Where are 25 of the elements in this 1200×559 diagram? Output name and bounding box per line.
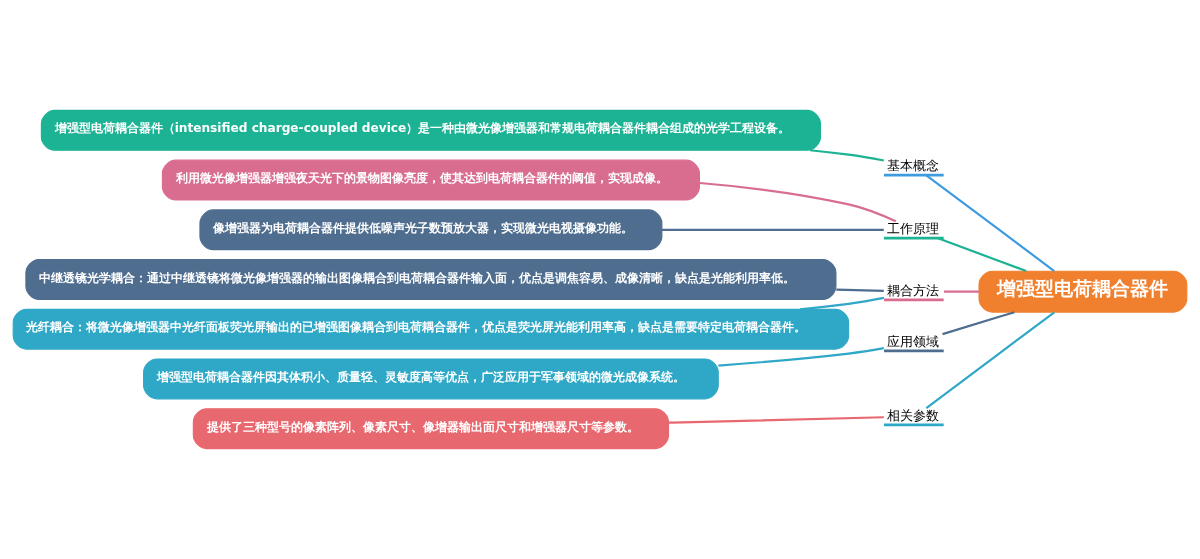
node-text: 耦合方法 — [886, 283, 939, 299]
node-box: 光纤耦合：将微光像增强器中光纤面板荧光屏输出的已增强图像耦合到电荷耦合器件，优点是荧光屏光能利用率高，缺点是需要特定电荷耦合器件。 — [12, 308, 850, 350]
node-box: 增强型电荷耦合器件因其体积小、质量轻、灵敏度高等优点，广泛应用于军事领域的微光成像系统。 — [143, 358, 719, 400]
connector — [925, 174, 1055, 272]
node-text: 应用领域 — [886, 333, 939, 349]
connector — [799, 296, 885, 311]
connector — [668, 416, 884, 424]
connector — [836, 288, 884, 293]
node-box: 中继透镜光学耦合：通过中继透镜将微光像增强器的输出图像耦合到电荷耦合器件输入面，优点是调焦容易、成像清晰，缺点是光能利用率低。 — [25, 259, 837, 300]
connector — [937, 237, 1027, 273]
connector — [718, 347, 884, 367]
connector — [925, 311, 1055, 409]
connector — [809, 149, 885, 162]
node-box: 增强型电荷耦合器件 — [978, 270, 1188, 313]
node-text: 工作原理 — [886, 221, 939, 237]
node-box: 像增强器为电荷耦合器件提供低噪声光子数预放大器，实现微光电视摄像功能。 — [199, 209, 663, 251]
connector — [942, 311, 1015, 336]
node-box: 提供了三种型号的像素阵列、像素尺寸、像增器输出面尺寸和增强器尺寸等参数。 — [192, 408, 670, 450]
connector — [943, 290, 979, 293]
connector — [699, 181, 897, 223]
node-text: 相关参数 — [886, 407, 939, 423]
connector — [661, 228, 884, 231]
node-box: 增强型电荷耦合器件（intensified charge-coupled device）是一种由微光像增强器和常规电荷耦合器件耦合组成的光学工程设备。 — [40, 109, 822, 151]
node-text: 基本概念 — [886, 158, 939, 174]
node-box: 利用微光像增强器增强夜天光下的景物图像亮度，使其达到电荷耦合器件的阈值，实现成像。 — [161, 159, 700, 201]
